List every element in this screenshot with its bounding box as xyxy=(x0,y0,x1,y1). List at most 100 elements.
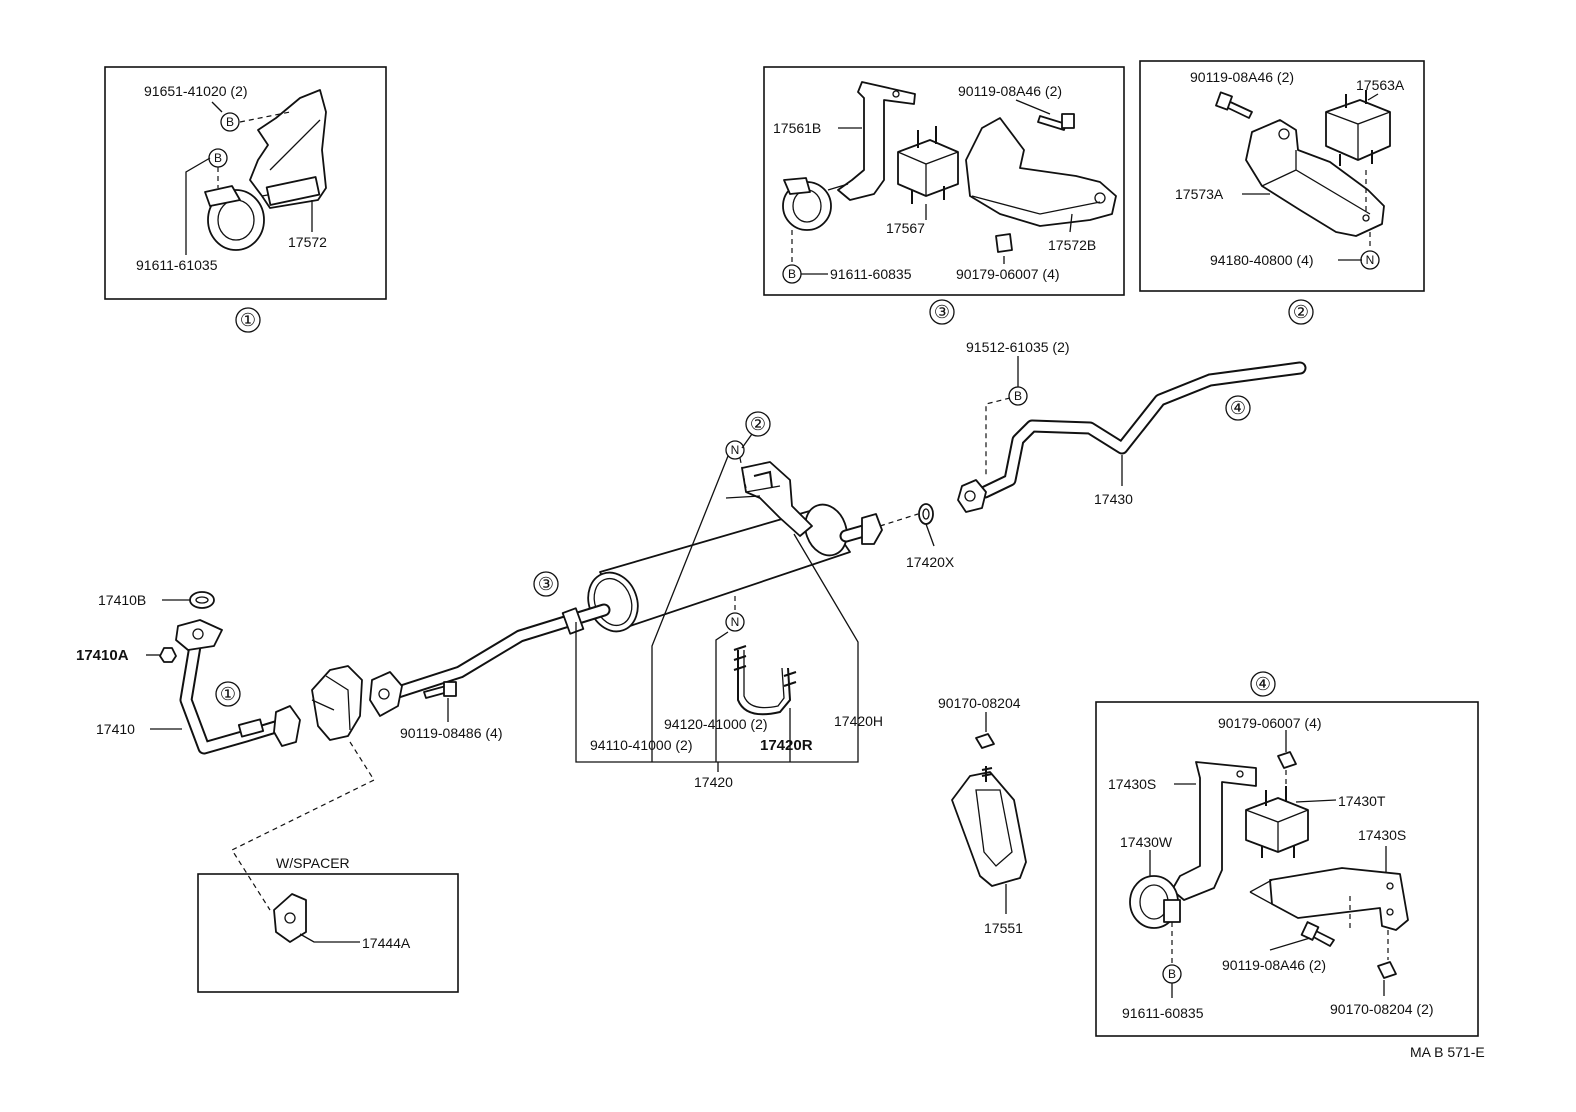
nut-90179 xyxy=(995,233,1013,253)
bracket-hole xyxy=(892,90,900,98)
symbol-n-text: N xyxy=(731,443,740,457)
bracket-17573a-shape xyxy=(1245,119,1385,237)
label-90179-06007: 90179-06007 (4) xyxy=(1218,715,1322,731)
hanger-17420h-edges xyxy=(725,485,781,499)
label-90119-08a46: 90119-08A46 (2) xyxy=(1190,69,1294,85)
bracket-17561b-shape xyxy=(837,81,916,201)
mount-17430t-studs xyxy=(1261,786,1295,858)
label-94120-41000: 94120-41000 (2) xyxy=(664,716,768,732)
gasket-17420x xyxy=(918,503,934,525)
leader-line xyxy=(1269,937,1311,951)
pipe-clamp xyxy=(561,607,585,635)
view-number-3: ③ xyxy=(934,302,950,322)
heat-shield-inner xyxy=(975,789,1013,867)
hanger-17420h-rubber xyxy=(753,470,773,489)
symbol-n-text: N xyxy=(731,615,740,629)
symbol-b-text: B xyxy=(788,267,796,281)
inset-3-frame xyxy=(763,66,1125,296)
label-17410a: 17410A xyxy=(76,647,129,664)
nut-17410a xyxy=(159,647,177,663)
label-17567: 17567 xyxy=(886,220,925,236)
muffler-rear-end xyxy=(804,503,848,557)
inset-2-muffler-mount: N 90119-08A46 (2) 17563A 17573A 94180-40… xyxy=(1139,60,1425,325)
flange-hole xyxy=(964,490,976,502)
heat-shield-stud xyxy=(981,766,993,782)
bracket-edge xyxy=(1249,879,1273,905)
label-94180-40800: 94180-40800 (4) xyxy=(1210,252,1314,268)
tail-pipe-17430-body xyxy=(980,363,1305,497)
label-90119-08486: 90119-08486 (4) xyxy=(400,725,502,741)
leader-line xyxy=(925,523,935,547)
leader-line xyxy=(1367,93,1379,101)
view-number-4-main: ④ xyxy=(1230,398,1246,418)
intermediate-pipe-flange xyxy=(369,671,403,717)
bolt-90119-head xyxy=(1300,921,1320,941)
leader-line xyxy=(299,933,360,943)
hanger-17420r-thread xyxy=(783,671,797,687)
mount-17567-body xyxy=(897,139,959,197)
inset-4-tail-hanger: ④ B 901 xyxy=(1095,671,1479,1037)
symbol-n-text: N xyxy=(1366,253,1375,267)
label-17420h: 17420H xyxy=(834,713,883,729)
bracket-17573a-edge xyxy=(1261,150,1371,215)
label-17551: 17551 xyxy=(984,920,1023,936)
view-number-2: ② xyxy=(1293,302,1309,322)
inset-2-frame xyxy=(1139,60,1425,292)
inset-4-frame xyxy=(1095,701,1479,1037)
mount-17567-edges xyxy=(897,151,959,196)
view-number-circle xyxy=(1288,299,1314,325)
muffler-outlet-flange xyxy=(861,513,883,545)
flange-hole xyxy=(192,628,204,640)
bracket-hole xyxy=(1236,770,1244,778)
tail-pipe-flange xyxy=(957,479,987,513)
converter-detail xyxy=(311,675,351,731)
hanger-17420h xyxy=(741,461,813,537)
view-number-2-main: ② xyxy=(750,414,766,434)
spacer-inset-frame xyxy=(197,873,459,993)
hanger-17420r-thread xyxy=(733,645,747,671)
front-pipe-flange xyxy=(175,619,223,651)
label-17563a: 17563A xyxy=(1356,77,1405,93)
label-17572: 17572 xyxy=(288,234,327,250)
clamp-ear xyxy=(783,177,811,195)
label-91651-41020: 91651-41020 (2) xyxy=(144,83,248,99)
view-number-3-main: ③ xyxy=(538,574,554,594)
label-94110-41000: 94110-41000 (2) xyxy=(590,737,692,753)
leader-line xyxy=(185,157,211,255)
bracket-hole xyxy=(1278,128,1290,140)
bracket-hole xyxy=(1362,214,1370,222)
label-17420x: 17420X xyxy=(906,554,955,570)
bolt-90119-head xyxy=(1215,91,1233,111)
intermediate-pipe xyxy=(387,605,609,699)
hanger-17420r-inner xyxy=(743,650,785,709)
bracket-17572b-shape xyxy=(965,117,1117,227)
mount-17430t-edges xyxy=(1245,809,1309,852)
dashed-guide-spacer xyxy=(231,741,375,911)
nut-90179 xyxy=(1277,751,1297,769)
dashed-guide xyxy=(1349,896,1389,960)
leader-line xyxy=(1015,99,1051,115)
bracket-17572b-edge xyxy=(971,195,1101,215)
symbol-b-text: B xyxy=(214,151,222,165)
bracket-hole xyxy=(1386,908,1394,916)
label-17573a: 17573A xyxy=(1175,186,1224,202)
mount-17563a-studs xyxy=(1339,90,1373,166)
label-91611-61035: 91611-61035 xyxy=(136,257,218,273)
nut-90170-08204 xyxy=(1377,961,1397,979)
view-number-circle xyxy=(235,307,261,333)
view-number-circle xyxy=(1250,671,1276,697)
label-17430w: 17430W xyxy=(1120,834,1173,850)
leader-line xyxy=(211,101,223,113)
view-number-circle xyxy=(929,299,955,325)
bracket-17430s-a xyxy=(1171,761,1257,901)
inset-1-frame xyxy=(104,66,387,300)
bracket-hole xyxy=(1386,882,1394,890)
symbol-b-text: B xyxy=(1168,967,1176,981)
label-90179-06007: 90179-06007 (4) xyxy=(956,266,1060,282)
label-17430s-b: 17430S xyxy=(1358,827,1406,843)
label-90119-08a46: 90119-08A46 (2) xyxy=(1222,957,1326,973)
bracket-17572-foot xyxy=(265,176,321,206)
dashed-guide xyxy=(879,513,919,527)
mount-17563a-edges xyxy=(1325,111,1391,160)
